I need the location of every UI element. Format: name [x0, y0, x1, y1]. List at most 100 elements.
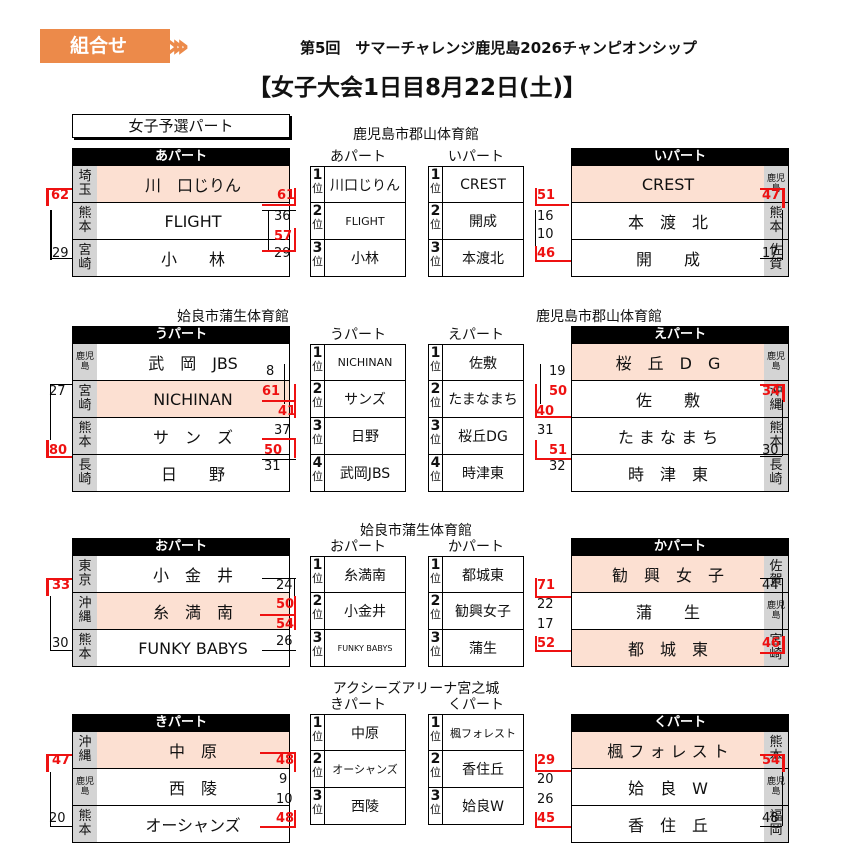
rank-number: 4: [312, 455, 323, 471]
pool-row: 長崎日 野: [73, 454, 289, 491]
score-label: 10: [276, 792, 293, 807]
rank-number: 2: [312, 203, 323, 219]
score-label: 48: [276, 811, 295, 826]
team-name: 小 林: [160, 250, 225, 269]
bracket-line: [782, 754, 785, 772]
score-label: 54: [762, 753, 781, 768]
team-name: 開 成: [635, 250, 700, 269]
bracket-line: [535, 636, 537, 652]
bracket-line: [46, 754, 72, 756]
score-label: 27: [49, 384, 66, 399]
score-label: 54: [276, 617, 295, 632]
bracket-line: [535, 458, 571, 460]
score-label: 10: [537, 227, 554, 242]
score-label: 52: [537, 636, 556, 651]
team-name: FUNKY BABYS: [138, 638, 248, 658]
team-name: 中 原: [97, 732, 289, 768]
rank-number: 2: [312, 593, 323, 609]
rank-suffix: 位: [430, 470, 441, 483]
score-label: 24: [276, 578, 293, 593]
score-label: 40: [536, 404, 555, 419]
rank-number: 3: [312, 788, 323, 804]
result-team: 佐敷: [469, 355, 497, 372]
rank-number: 2: [430, 751, 441, 767]
team-name: FLIGHT: [164, 211, 222, 231]
bracket-line: [262, 210, 296, 211]
score-label: 19: [549, 364, 566, 379]
score-label: 31: [264, 459, 281, 474]
result-header: きパート: [330, 697, 386, 713]
bracket-line: [46, 754, 49, 772]
prefecture-label: 鹿児島: [764, 344, 788, 380]
bracket-line: [760, 578, 782, 579]
score-label: 33: [52, 578, 71, 593]
venue-label: 姶良市蒲生体育館: [177, 309, 289, 325]
score-label: 47: [52, 753, 71, 768]
bracket-line: [535, 246, 537, 262]
rank-suffix: 位: [312, 396, 323, 409]
rank-number: 1: [430, 167, 441, 183]
score-label: 45: [537, 811, 556, 826]
score-label: 17: [762, 246, 779, 261]
rank-suffix: 位: [430, 218, 441, 231]
bracket-line: [535, 826, 571, 828]
team-name: 蒲 生: [635, 603, 700, 622]
result-team: 楓フォレスト: [450, 726, 516, 740]
rank-number: 2: [312, 751, 323, 767]
bracket-line: [540, 364, 541, 404]
score-label: 29: [274, 246, 291, 261]
pool-row: CREST鹿児島: [572, 165, 788, 202]
prefecture-label: 熊本: [73, 418, 97, 454]
score-label: 61: [262, 384, 281, 399]
rank-suffix: 位: [430, 645, 441, 658]
rank-number: 3: [312, 418, 323, 434]
score-label: 29: [52, 246, 69, 261]
page-subtitle: 【女子大会1日目8月22日(土)】: [248, 75, 587, 101]
rank-suffix: 位: [312, 766, 323, 779]
team-name: 楓 フ ォ レ ス ト: [572, 732, 764, 768]
score-label: 57: [274, 229, 293, 244]
venue-label: 姶良市蒲生体育館: [360, 523, 472, 539]
prefecture-label: 埼玉: [73, 166, 97, 202]
score-label: 50: [276, 597, 295, 612]
result-team: 中原: [351, 725, 379, 742]
rank-suffix: 位: [312, 182, 323, 195]
rank-suffix: 位: [312, 255, 323, 268]
rank-suffix: 位: [430, 608, 441, 621]
rank-number: 2: [430, 593, 441, 609]
rank-number: 1: [312, 557, 323, 573]
pool-header: いパート: [572, 149, 788, 165]
bracket-line: [46, 440, 49, 458]
bracket-line: [294, 752, 296, 772]
rank-number: 1: [312, 715, 323, 731]
team-name: NICHINAN: [97, 381, 289, 417]
bracket-line: [46, 578, 49, 596]
bracket-line: [46, 188, 72, 190]
team-name: 本 渡 北: [627, 213, 708, 232]
bracket-line: [535, 416, 571, 418]
score-label: 30: [52, 636, 69, 651]
rank-number: 1: [430, 345, 441, 361]
pool-row: た ま な ま ち熊本: [572, 417, 788, 454]
pool-row: 時 津 東長崎: [572, 454, 788, 491]
team-name: 小 金 井: [152, 566, 233, 585]
